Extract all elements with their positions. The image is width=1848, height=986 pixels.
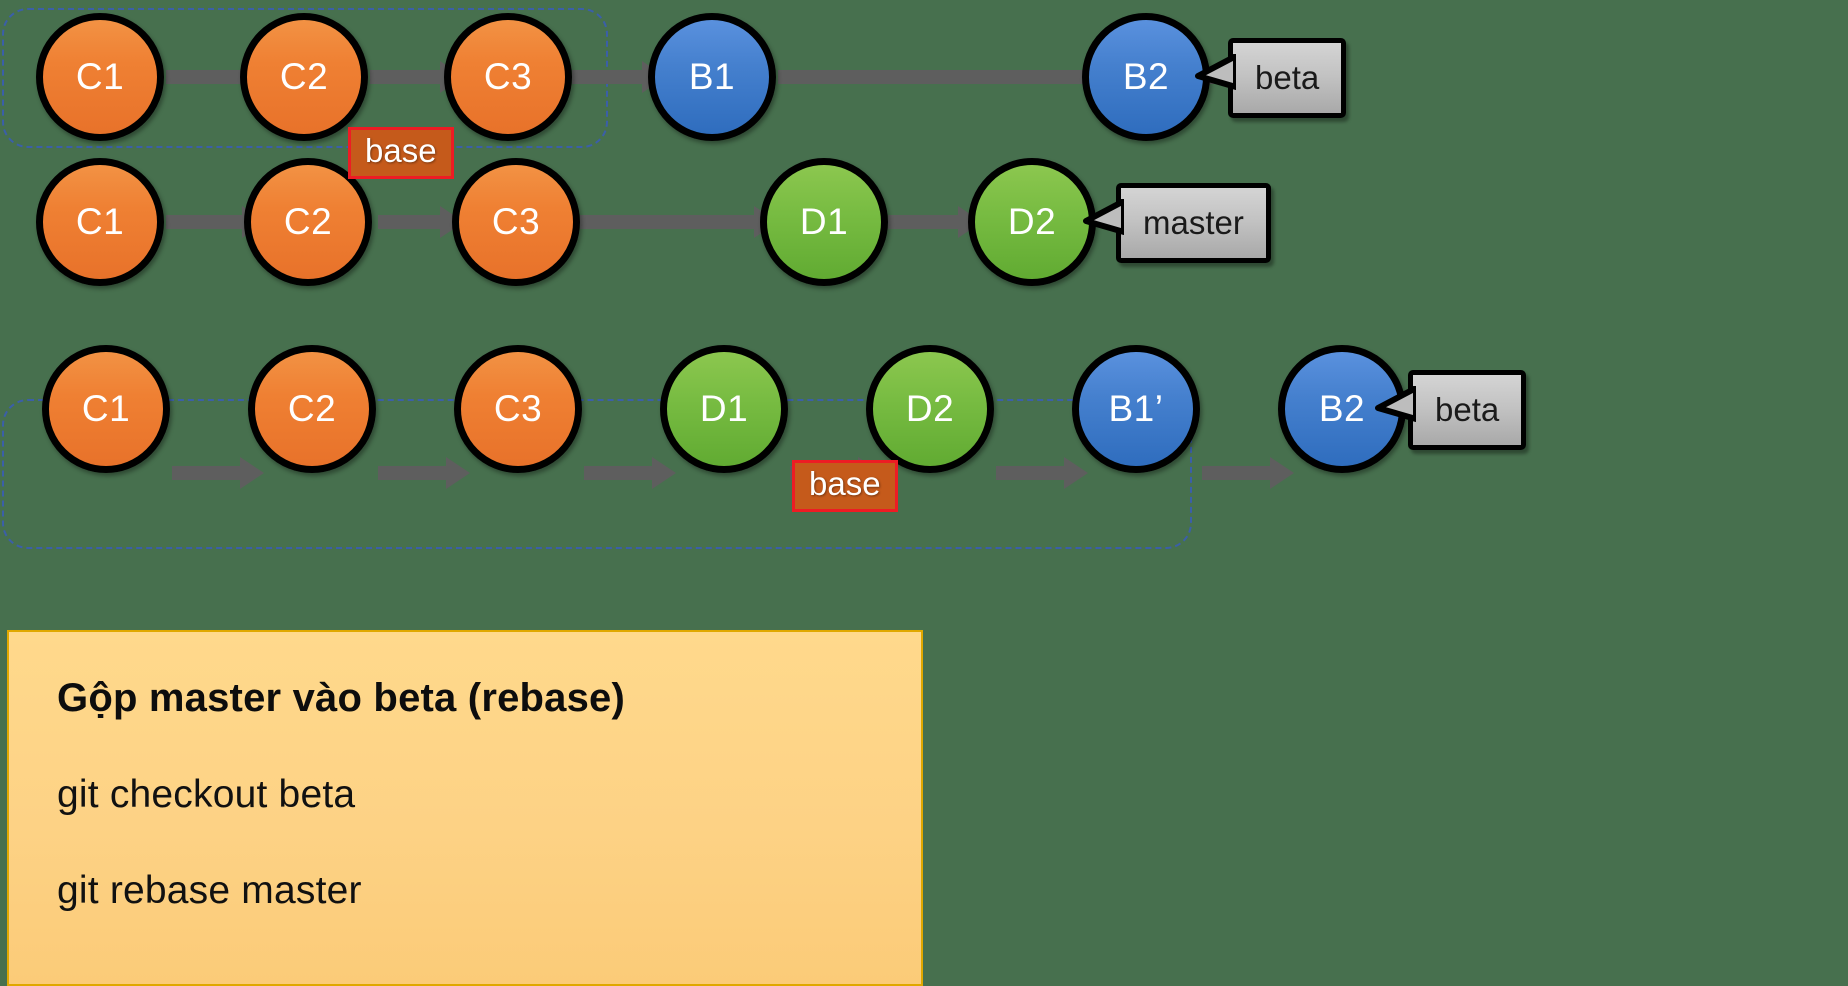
commit-label: C1 [81,388,131,429]
commit-label: C2 [283,201,333,242]
commit-label: C2 [279,56,329,97]
commit-node[interactable]: C3 [444,13,572,141]
arrow-row2-c2-c3 [378,206,464,238]
commit-label: B1’ [1108,388,1164,429]
commit-node[interactable]: C2 [248,345,376,473]
branch-label-text: beta [1228,38,1347,118]
base-badge-row3[interactable]: base [792,460,898,512]
commit-node[interactable]: D1 [660,345,788,473]
commit-node[interactable]: C1 [36,13,164,141]
commit-label: B1 [688,56,736,97]
commit-node[interactable]: D1 [760,158,888,286]
callout-tail-icon [1083,199,1124,235]
commit-node[interactable]: D2 [968,158,1096,286]
commit-node[interactable]: C1 [36,158,164,286]
arrow-row2-c1-c2 [166,206,266,238]
commit-label: C2 [287,388,337,429]
branch-label-text: master [1116,183,1271,263]
arrow-row3-d2-b1prime [996,457,1088,489]
base-badge-text: base [365,132,437,169]
commit-node[interactable]: C2 [244,158,372,286]
arrow-row3-b1prime-b2 [1202,457,1294,489]
commit-node[interactable]: D2 [866,345,994,473]
base-badge-text: base [809,465,881,502]
branch-label-beta-row3[interactable]: beta [1370,370,1560,450]
arrow-row3-c3-d1 [584,457,676,489]
arrow-row1-c3-b1 [572,61,666,93]
note-command-line: git checkout beta [57,773,356,816]
commit-label: B2 [1122,56,1170,97]
commit-label: D1 [699,388,749,429]
arrow-row2-d1-d2 [888,206,982,238]
commit-node[interactable]: C3 [454,345,582,473]
commit-node[interactable]: B2 [1082,13,1210,141]
commit-node[interactable]: B1 [648,13,776,141]
note-title: Gộp master vào beta (rebase) [57,676,626,720]
arrow-row2-c3-d1 [580,206,778,238]
commit-node[interactable]: C2 [240,13,368,141]
commit-label: D2 [1007,201,1057,242]
arrow-row3-c1-c2 [172,457,264,489]
dashed-selection-box-row3 [2,399,1192,549]
note-command-line: git rebase master [57,869,362,912]
commit-label: C3 [483,56,533,97]
arrow-row1-c2-c3 [370,61,464,93]
commit-node[interactable]: C1 [42,345,170,473]
branch-label-master-row2[interactable]: master [1078,183,1292,263]
commit-label: C3 [493,388,543,429]
commit-label: B2 [1318,388,1366,429]
commit-label: D1 [799,201,849,242]
branch-label-text: beta [1408,370,1527,450]
callout-tail-icon [1375,386,1416,422]
note-box: Gộp master vào beta (rebase) git checkou… [7,630,923,986]
branch-label-beta-row1[interactable]: beta [1190,38,1380,118]
commit-label: C3 [491,201,541,242]
commit-label: C1 [75,201,125,242]
arrow-row3-c2-c3 [378,457,470,489]
callout-tail-icon [1195,54,1236,90]
commit-label: D2 [905,388,955,429]
commit-node[interactable]: B1’ [1072,345,1200,473]
arrow-row1-c1-c2 [166,61,266,93]
base-badge-row1[interactable]: base [348,127,454,179]
commit-label: C1 [75,56,125,97]
commit-node[interactable]: C3 [452,158,580,286]
